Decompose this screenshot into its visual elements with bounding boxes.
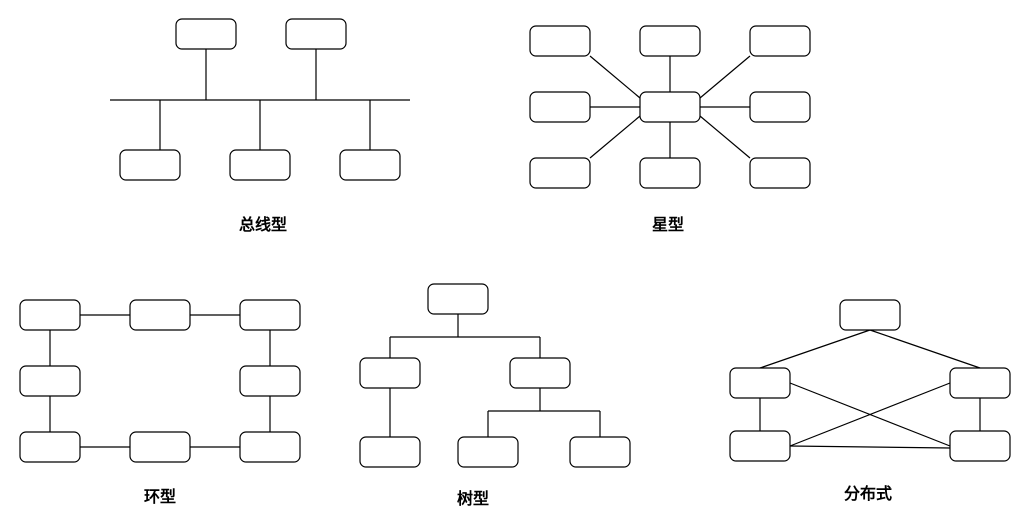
tree-topology: 树型 [359, 283, 631, 508]
bus-node [229, 149, 291, 181]
ring-node [129, 299, 191, 331]
star-node [749, 91, 811, 123]
ring-node [19, 431, 81, 463]
ring-node [129, 431, 191, 463]
star-node [639, 157, 701, 189]
tree-root-node [427, 283, 489, 315]
distributed-link [789, 382, 951, 447]
distributed-node [729, 367, 791, 399]
bus-node [119, 149, 181, 181]
bus-node [175, 18, 237, 50]
tree-node [359, 436, 421, 468]
distributed-node [839, 299, 901, 331]
ring-node [239, 365, 301, 397]
star-link [589, 115, 641, 159]
ring-node [239, 299, 301, 331]
bus-node [339, 149, 401, 181]
star-caption: 星型 [652, 215, 684, 234]
distributed-link [759, 329, 871, 369]
tree-node [569, 436, 631, 468]
star-node [529, 157, 591, 189]
star-node [529, 25, 591, 57]
tree-node [509, 357, 571, 389]
bus-caption: 总线型 [239, 215, 287, 234]
star-link [699, 55, 751, 99]
star-link [589, 55, 641, 99]
ring-caption: 环型 [144, 487, 176, 506]
ring-node [239, 431, 301, 463]
star-node [749, 157, 811, 189]
distributed-link [789, 445, 951, 449]
tree-node [457, 436, 519, 468]
tree-node [359, 357, 421, 389]
distributed-caption: 分布式 [844, 484, 892, 503]
bus-node [285, 18, 347, 50]
star-link [699, 115, 751, 159]
distributed-link [869, 329, 981, 369]
star-node [749, 25, 811, 57]
ring-node [19, 365, 81, 397]
star-node [639, 25, 701, 57]
distributed-node [729, 430, 791, 462]
star-hub-node [639, 91, 701, 123]
star-node [529, 91, 591, 123]
ring-node [19, 299, 81, 331]
distributed-node [949, 367, 1011, 399]
bus-topology: 总线型 [110, 18, 410, 234]
tree-caption: 树型 [457, 489, 489, 508]
ring-topology: 环型 [19, 299, 301, 506]
distributed-node [949, 430, 1011, 462]
star-topology: 星型 [529, 25, 811, 234]
distributed-topology: 分布式 [729, 299, 1011, 503]
